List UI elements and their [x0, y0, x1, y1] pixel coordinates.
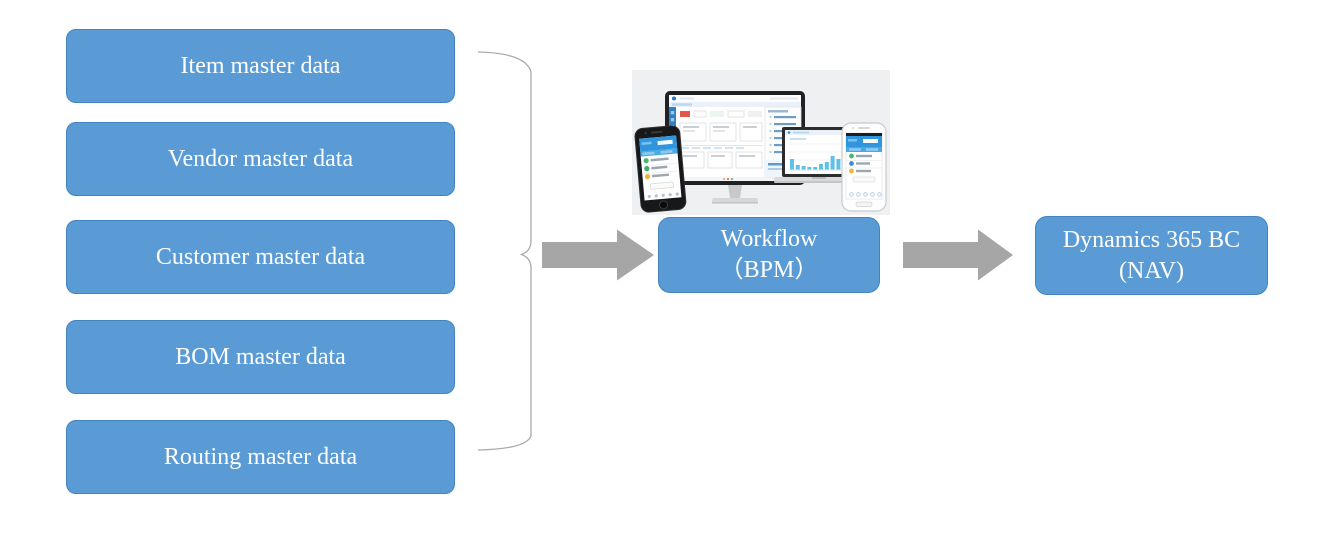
box-routing-master-data: Routing master data	[66, 420, 455, 494]
box-customer-master-data: Customer master data	[66, 220, 455, 294]
box-label: BOM master data	[175, 343, 346, 370]
workflow-line2: （BPM）	[719, 257, 819, 283]
box-dynamics-365-bc-nav: Dynamics 365 BC (NAV)	[1035, 216, 1268, 295]
target-line2: (NAV)	[1119, 257, 1184, 284]
right-arrow-icon-2	[903, 229, 1013, 281]
box-vendor-master-data: Vendor master data	[66, 122, 455, 196]
curly-brace-icon	[477, 51, 532, 451]
box-label: Item master data	[180, 52, 341, 79]
box-item-master-data: Item master data	[66, 29, 455, 103]
device-collage-image	[632, 70, 890, 215]
smartphone-icon-left	[634, 125, 687, 213]
box-label: Vendor master data	[167, 145, 354, 172]
right-arrow-icon-1	[542, 229, 654, 281]
target-line1: Dynamics 365 BC	[1062, 226, 1241, 253]
box-label: Customer master data	[155, 243, 366, 270]
box-bom-master-data: BOM master data	[66, 320, 455, 394]
workflow-line1: Workflow	[720, 226, 818, 253]
device-collage-svg	[632, 70, 890, 215]
box-label: Routing master data	[163, 443, 358, 470]
box-workflow-bpm: Workflow （BPM）	[658, 217, 880, 293]
smartphone-icon-right	[841, 122, 887, 212]
